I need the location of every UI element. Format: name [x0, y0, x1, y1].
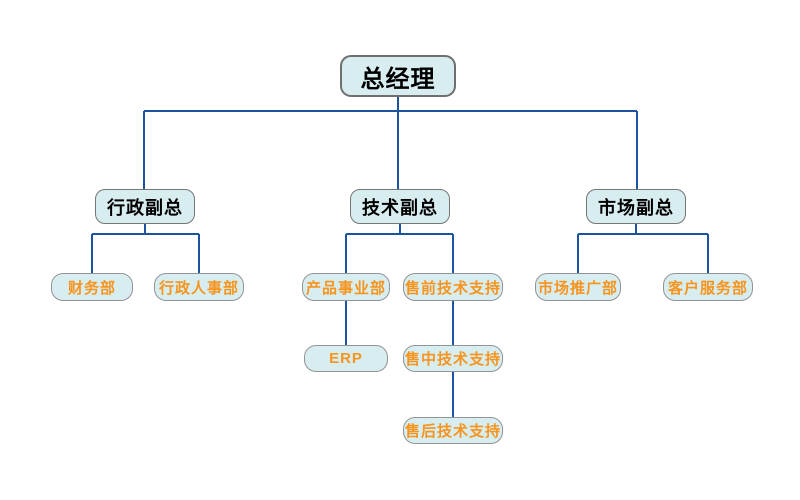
org-node-admin-vp: 行政副总 [95, 189, 195, 224]
org-node-presales-support: 售前技术支持 [403, 273, 503, 301]
org-node-finance-dept: 财务部 [51, 273, 133, 301]
org-node-aftersales-support: 售后技术支持 [403, 417, 503, 444]
org-node-general-manager: 总经理 [340, 55, 456, 97]
connector-root-branch [143, 97, 638, 189]
connector-admin-vp-branch [91, 224, 200, 273]
org-node-market-vp: 市场副总 [586, 189, 686, 224]
connector-market-vp-branch [577, 224, 709, 273]
org-node-product-division: 产品事业部 [302, 273, 390, 301]
org-node-erp: ERP [304, 345, 388, 372]
org-node-midsales-support: 售中技术支持 [403, 345, 503, 372]
connector-tech-vp-branch [345, 224, 454, 273]
org-node-tech-vp: 技术副总 [350, 189, 450, 224]
org-node-marketing-dept: 市场推广部 [535, 273, 621, 301]
org-node-customer-service-dept: 客户服务部 [663, 273, 753, 301]
org-node-admin-hr-dept: 行政人事部 [154, 273, 244, 301]
